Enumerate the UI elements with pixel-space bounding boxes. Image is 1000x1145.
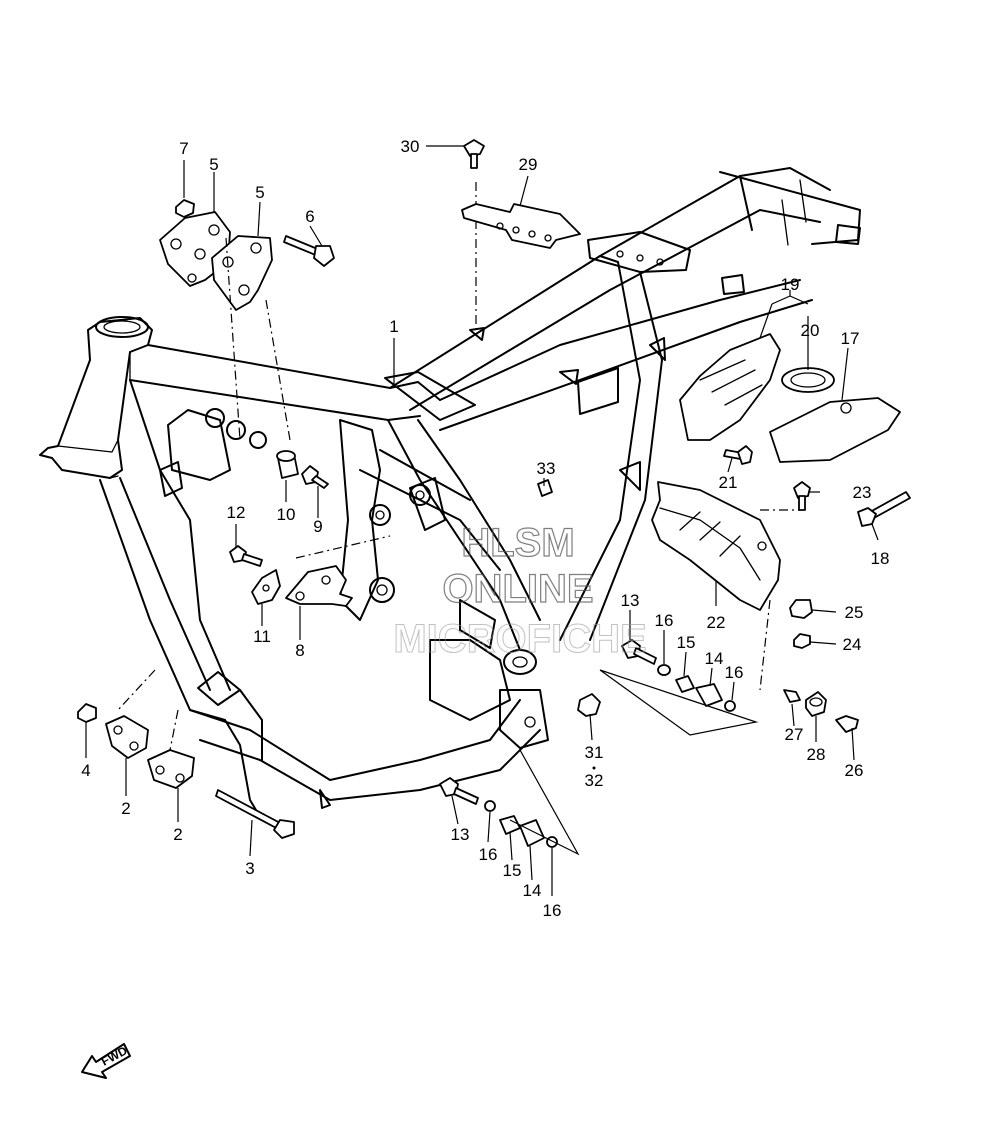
callout-20: 20 xyxy=(801,321,820,340)
callout-1: 1 xyxy=(389,317,398,336)
callout-9: 9 xyxy=(313,517,322,536)
callout-16c: 16 xyxy=(479,845,498,864)
callout-27: 27 xyxy=(785,725,804,744)
cap-31 xyxy=(577,693,601,717)
watermark-line-1: HLSM xyxy=(461,521,574,565)
bracket-29 xyxy=(461,203,581,249)
callout-7: 7 xyxy=(179,139,188,158)
rubber-cap-33 xyxy=(537,479,553,497)
callout-4: 4 xyxy=(81,761,90,780)
callout-13b: 13 xyxy=(451,825,470,844)
engine-bracket-2a xyxy=(105,715,149,759)
callout-31: 31 xyxy=(585,743,604,762)
callout-24: 24 xyxy=(843,635,862,654)
collar-15a xyxy=(675,675,695,693)
callout-29: 29 xyxy=(519,155,538,174)
leader-lines xyxy=(85,145,879,896)
bolt-26 xyxy=(835,715,859,733)
bolt-30 xyxy=(463,139,485,157)
callout-32: 32 xyxy=(585,771,604,790)
callout-8: 8 xyxy=(295,641,304,660)
callout-5b: 5 xyxy=(255,183,264,202)
watermark-line-2: ONLINE xyxy=(442,567,593,611)
callout-14a: 14 xyxy=(705,649,724,668)
grommet-25 xyxy=(789,599,813,619)
bracket-8 xyxy=(285,565,353,607)
mud-flap-17 xyxy=(769,397,901,463)
callout-21: 21 xyxy=(719,473,738,492)
nut-24 xyxy=(793,633,811,649)
washer-16a xyxy=(657,664,671,676)
callout-16d: 16 xyxy=(543,901,562,920)
callout-15b: 15 xyxy=(503,861,522,880)
callout-19: 19 xyxy=(781,275,800,294)
callout-26: 26 xyxy=(845,761,864,780)
rear-guard-19 xyxy=(679,333,781,441)
frame-body xyxy=(39,167,861,811)
callout-16b: 16 xyxy=(725,663,744,682)
clip-27 xyxy=(783,689,801,703)
callout-23: 23 xyxy=(853,483,872,502)
callout-2a: 2 xyxy=(121,799,130,818)
callout-33: 33 xyxy=(537,459,556,478)
callout-5a: 5 xyxy=(209,155,218,174)
engine-mount-plate-5b xyxy=(211,235,273,311)
callout-17: 17 xyxy=(841,329,860,348)
callout-labels: 7 5 5 6 1 30 29 19 20 17 21 23 18 22 25 … xyxy=(81,137,889,920)
collar-15b xyxy=(499,815,521,835)
washer-16b xyxy=(724,700,736,712)
collar-28 xyxy=(805,691,827,717)
bushing-14b xyxy=(519,819,545,847)
callout-16a: 16 xyxy=(655,611,674,630)
forward-direction-arrow: FWD xyxy=(81,1043,131,1079)
battery-case-22 xyxy=(651,481,781,611)
washer-16c xyxy=(484,800,496,812)
callout-3: 3 xyxy=(245,859,254,878)
watermark: HLSM ONLINE MICROFICHE xyxy=(393,520,647,661)
nut-7 xyxy=(175,199,195,218)
callout-18: 18 xyxy=(871,549,890,568)
watermark-line-3: MICROFICHE xyxy=(393,617,646,661)
callout-12: 12 xyxy=(227,503,246,522)
engine-bracket-2b xyxy=(147,749,195,789)
callout-13a: 13 xyxy=(621,591,640,610)
callout-15a: 15 xyxy=(677,633,696,652)
nut-4 xyxy=(77,703,97,723)
callout-6: 6 xyxy=(305,207,314,226)
callout-2b: 2 xyxy=(173,825,182,844)
washer-16d xyxy=(546,836,558,848)
callout-22: 22 xyxy=(707,613,726,632)
callout-10: 10 xyxy=(277,505,296,524)
callout-11: 11 xyxy=(253,627,271,646)
callout-14b: 14 xyxy=(523,881,542,900)
rubber-20 xyxy=(781,367,835,393)
bushing-14a xyxy=(695,683,723,707)
callout-25: 25 xyxy=(845,603,864,622)
callout-28: 28 xyxy=(807,745,826,764)
clip-11 xyxy=(251,569,281,605)
callout-30: 30 xyxy=(401,137,420,156)
